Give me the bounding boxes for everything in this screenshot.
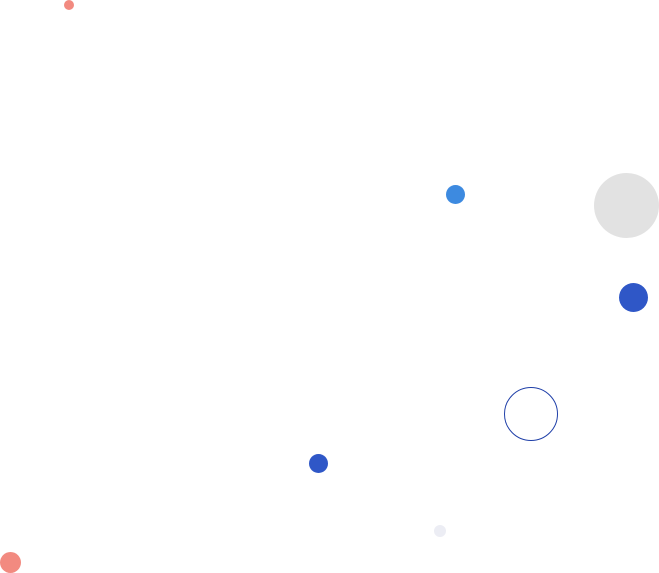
royal-blue-dot-small <box>309 454 328 473</box>
lavender-dot <box>434 525 446 537</box>
outline-circle <box>504 387 558 441</box>
royal-blue-dot <box>619 283 648 312</box>
coral-dot <box>0 552 21 573</box>
blue-dot <box>446 185 465 204</box>
gray-circle-large <box>594 173 659 238</box>
coral-dot-small <box>64 0 74 10</box>
